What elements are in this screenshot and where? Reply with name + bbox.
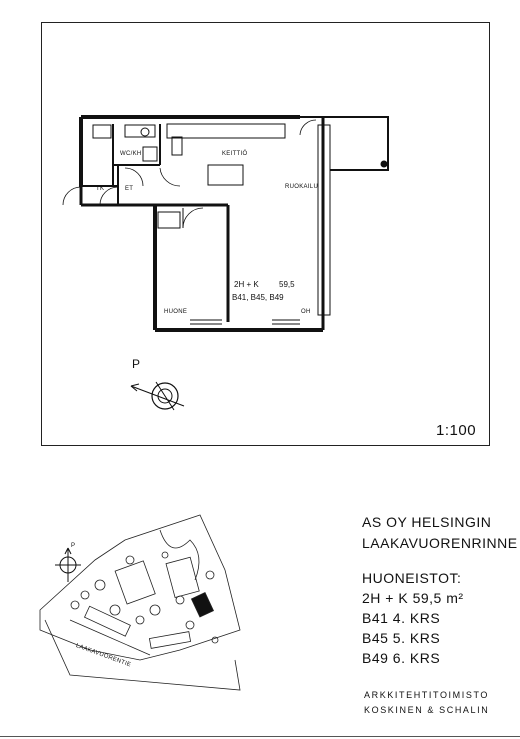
company-title: AS OY HELSINGIN: [362, 514, 492, 530]
north-label: P: [132, 357, 141, 371]
block-line-2: B45 5. KRS: [362, 630, 441, 646]
room-wc-label: WC/KH: [120, 151, 142, 157]
block-line-1: B41 4. KRS: [362, 610, 441, 626]
block-line-3: B49 6. KRS: [362, 650, 441, 666]
room-closet-label: TK: [96, 186, 105, 192]
apartment-info: 2H + K 59,5 m²: [362, 590, 464, 606]
site-north-label: P: [71, 543, 76, 549]
project-title: LAAKAVUORENRINNE: [362, 535, 518, 551]
room-hall-label: ET: [125, 186, 134, 192]
room-dining-label: RUOKAILU: [285, 184, 319, 190]
site-plan: [39, 514, 241, 691]
scale-label: 1:100: [436, 422, 477, 439]
north-arrow-icon: [130, 381, 185, 411]
unit-area: 59,5: [279, 280, 295, 289]
room-kitchen-label: KEITTIÖ: [222, 151, 248, 157]
room-living-label: OH: [301, 309, 311, 315]
room-bedroom-label: HUONE: [164, 309, 188, 315]
unit-blocks: B41, B45, B49: [232, 293, 284, 302]
floor-plan: [62, 115, 389, 332]
section-label: HUONEISTOT:: [362, 570, 462, 586]
architect-line-2: KOSKINEN & SCHALIN: [364, 705, 490, 715]
drawing-frame: [41, 22, 490, 446]
bottom-rule: [0, 736, 520, 737]
architect-line-1: ARKKITEHTITOIMISTO: [364, 690, 489, 700]
unit-type: 2H + K: [234, 280, 259, 289]
